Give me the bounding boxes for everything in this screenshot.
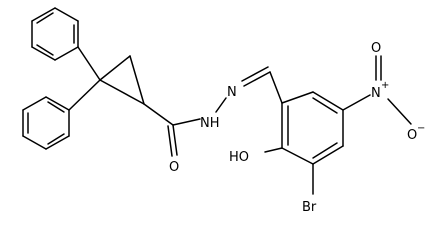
hydroxyl-label: HO xyxy=(229,150,249,165)
nitro-nitrogen-charge: + xyxy=(381,80,389,91)
bromo-hydroxy-nitro-ring xyxy=(264,91,371,195)
carbonyl-oxygen-label: O xyxy=(169,160,179,175)
bromine-label: Br xyxy=(302,200,317,215)
cyclopropane-ring xyxy=(68,46,145,111)
nitro-oxygen-double-label: O xyxy=(371,41,381,56)
hydrazide-chain xyxy=(143,66,283,157)
molecule-diagram: O NH N HO Br N + O O − xyxy=(22,7,425,215)
nitro-oxygen-single-label: O xyxy=(407,128,417,143)
molecule-svg: O NH N HO Br N + O O − xyxy=(22,7,425,215)
atom-labels: O NH N HO Br N + O O − xyxy=(169,41,425,215)
hydrazide-nh-label: NH xyxy=(200,116,220,131)
nitro-oxygen-charge: − xyxy=(417,123,425,134)
nitro-nitrogen-label: N xyxy=(371,86,381,101)
phenyl-ring-lower xyxy=(22,96,70,150)
phenyl-ring-upper xyxy=(31,7,79,61)
imine-nitrogen-label: N xyxy=(227,85,237,100)
nitro-group xyxy=(375,55,412,125)
